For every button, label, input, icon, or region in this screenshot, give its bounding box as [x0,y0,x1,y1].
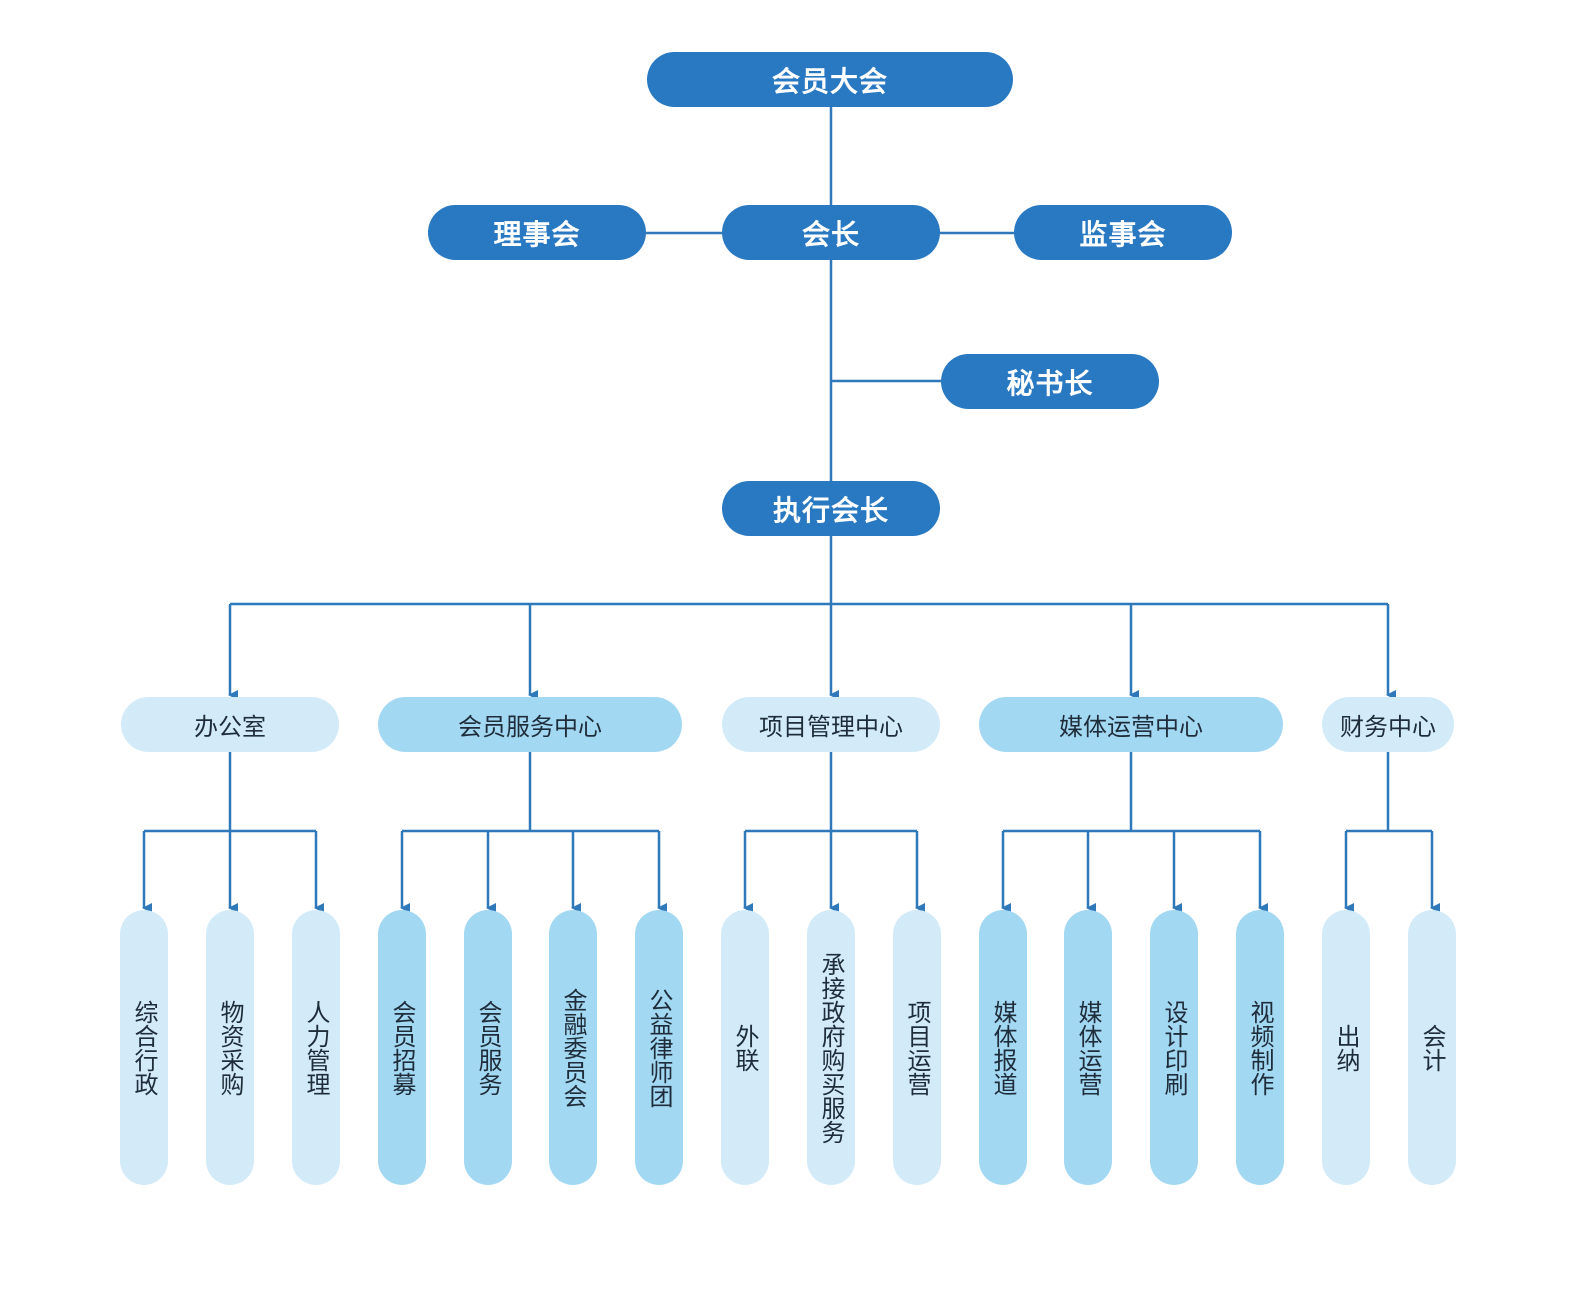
unit-node-2-2: 会员服务 [464,910,512,1185]
council-node: 理事会 [428,205,646,260]
unit-node-1-2: 物资采购 [206,910,254,1185]
general-assembly-node: 会员大会 [647,52,1013,107]
unit-node-3-3: 项目运营 [893,910,941,1185]
department-node-5: 财务中心 [1322,697,1454,752]
department-node-3: 项目管理中心 [722,697,940,752]
unit-node-4-4: 视频制作 [1236,910,1284,1185]
department-node-1: 办公室 [121,697,339,752]
unit-node-4-2: 媒体运营 [1064,910,1112,1185]
unit-node-5-1: 出纳 [1322,910,1370,1185]
executive-president-node: 执行会长 [722,481,940,536]
unit-node-3-2: 承接政府购买服务 [807,910,855,1185]
unit-node-5-2: 会计 [1408,910,1456,1185]
president-node: 会长 [722,205,940,260]
department-node-2: 会员服务中心 [378,697,682,752]
department-node-4: 媒体运营中心 [979,697,1283,752]
unit-node-1-1: 综合行政 [120,910,168,1185]
supervisory-board-node: 监事会 [1014,205,1232,260]
unit-node-4-3: 设计印刷 [1150,910,1198,1185]
unit-node-2-4: 公益律师团 [635,910,683,1185]
unit-node-2-1: 会员招募 [378,910,426,1185]
unit-node-1-3: 人力管理 [292,910,340,1185]
unit-node-4-1: 媒体报道 [979,910,1027,1185]
unit-node-2-3: 金融委员会 [549,910,597,1185]
secretary-general-node: 秘书长 [941,354,1159,409]
unit-node-3-1: 外联 [721,910,769,1185]
